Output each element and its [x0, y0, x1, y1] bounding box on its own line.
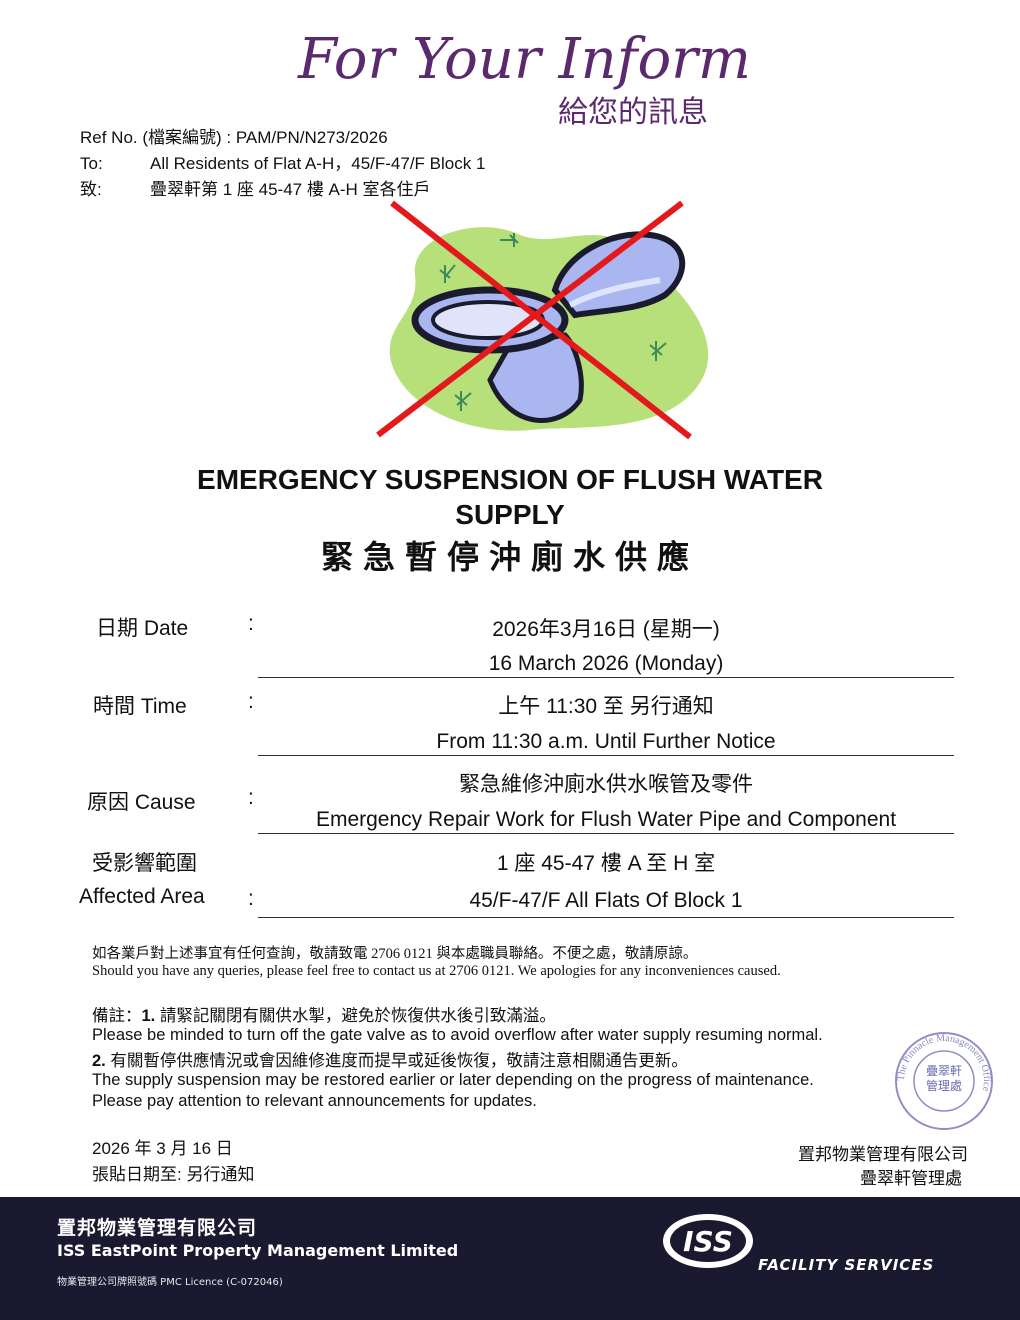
enquiry-en: Should you have any queries, please feel…	[92, 963, 781, 979]
script-text-zh: 給您的訊息	[558, 95, 708, 130]
remark-2-en-1: The supply suspension may be restored ea…	[92, 1071, 814, 1089]
footer-licence: 物業管理公司牌照號碼 PMC Licence (C-072046)	[57, 1277, 283, 1288]
for-your-information-text: For Your Information	[297, 27, 750, 92]
cross-line-2	[376, 200, 684, 438]
time-value-zh: 上午 11:30 至 另行通知	[498, 695, 714, 718]
date-value-en: 16 March 2026 (Monday)	[488, 652, 724, 675]
date-colon: :	[248, 612, 254, 635]
area-value-en: 45/F-47/F All Flats Of Block 1	[469, 889, 743, 912]
cause-value-en: Emergency Repair Work for Flush Water Pi…	[315, 808, 897, 831]
remark-2-zh-text: 有關暫停供應情況或會因維修進度而提早或延後恢復，敬請注意相關通告更新。	[105, 1052, 688, 1070]
to-label: To:	[80, 154, 103, 173]
crossed-out-toilet-icon	[376, 200, 709, 440]
zhi-value: 疊翠軒第 1 座 45-47 樓 A-H 室各住戶	[150, 180, 431, 199]
area-rule	[258, 917, 954, 918]
ref-no-line: Ref No. (檔案編號) : PAM/PN/N273/2026	[80, 128, 388, 147]
footer-company-zh: 置邦物業管理有限公司	[57, 1217, 258, 1239]
cause-value-zh: 緊急維修沖廁水供水喉管及零件	[459, 773, 753, 796]
area-value-zh: 1 座 45-47 樓 A 至 H 室	[496, 852, 716, 875]
signature-office: 疊翠軒管理處	[860, 1169, 962, 1188]
time-label: 時間 Time	[93, 695, 187, 718]
issue-date: 2026 年 3 月 16 日	[92, 1139, 233, 1158]
remark-1-zh-text: 請緊記關閉有關供水掣，避免於恢復供水後引致滿溢。	[155, 1007, 556, 1025]
iss-logo-text: ISS	[683, 1225, 733, 1258]
cause-label: 原因 Cause	[87, 791, 196, 814]
remark-2-zh: 2. 有關暫停供應情況或會因維修進度而提早或延後恢復，敬請注意相關通告更新。	[92, 1047, 688, 1071]
date-label: 日期 Date	[96, 617, 189, 640]
to-value: All Residents of Flat A-H，45/F-47/F Bloc…	[150, 154, 486, 173]
time-rule	[258, 755, 954, 756]
footer-bar: 置邦物業管理有限公司 ISS EastPoint Property Manage…	[0, 1197, 1020, 1320]
area-colon: :	[248, 887, 254, 910]
date-rule	[258, 677, 954, 678]
notice-title-en-line2: SUPPLY	[455, 499, 565, 530]
zhi-label: 致:	[80, 180, 102, 199]
cause-colon: :	[248, 786, 254, 809]
time-colon: :	[248, 690, 254, 713]
cross-line-1	[390, 200, 692, 440]
notice-title-en-line1: EMERGENCY SUSPENSION OF FLUSH WATER	[197, 464, 823, 495]
notice-title-en: EMERGENCY SUSPENSION OF FLUSH WATER SUPP…	[0, 462, 1020, 532]
stamp-center-text: 疊翠軒管理處	[925, 1064, 962, 1093]
remark-1-number: 1.	[141, 1007, 156, 1025]
cause-rule	[258, 833, 954, 834]
to-line: To: All Residents of Flat A-H，45/F-47/F B…	[80, 149, 485, 174]
remark-2-en-2: Please pay attention to relevant announc…	[92, 1092, 537, 1110]
enquiry-zh: 如各業戶對上述事宜有任何查詢，敬請致電 2706 0121 與本處職員聯絡。不便…	[92, 946, 698, 962]
facility-services-text: FACILITY SERVICES	[758, 1256, 935, 1274]
notice-title-zh: 緊急暫停沖廁水供應	[320, 538, 699, 576]
signature-company: 置邦物業管理有限公司	[798, 1145, 968, 1164]
remark-1-en: Please be minded to turn off the gate va…	[92, 1026, 823, 1044]
remarks-prefix: 備註：	[92, 1007, 142, 1025]
zhi-line: 致: 疊翠軒第 1 座 45-47 樓 A-H 室各住戶	[80, 175, 431, 200]
round-seal-icon: The Pinnacle Management Office 疊翠軒管理處	[895, 1032, 993, 1130]
date-value-zh: 2026年3月16日 (星期一)	[492, 618, 720, 641]
remark-1-zh: 備註：1. 請緊記關閉有關供水掣，避免於恢復供水後引致滿溢。	[92, 1002, 556, 1026]
footer-company-en: ISS EastPoint Property Management Limite…	[57, 1241, 459, 1260]
remark-2-number: 2.	[92, 1052, 106, 1070]
sparkles	[439, 233, 667, 411]
area-label-zh: 受影響範圍	[92, 852, 197, 875]
for-your-information-logo: For Your Information 給您的訊息	[297, 27, 750, 130]
area-label-en: Affected Area	[79, 885, 205, 908]
posting-period: 張貼日期至: 另行通知	[92, 1165, 255, 1184]
iss-logo-icon: ISS	[663, 1214, 753, 1268]
time-value-en: From 11:30 a.m. Until Further Notice	[436, 730, 776, 753]
